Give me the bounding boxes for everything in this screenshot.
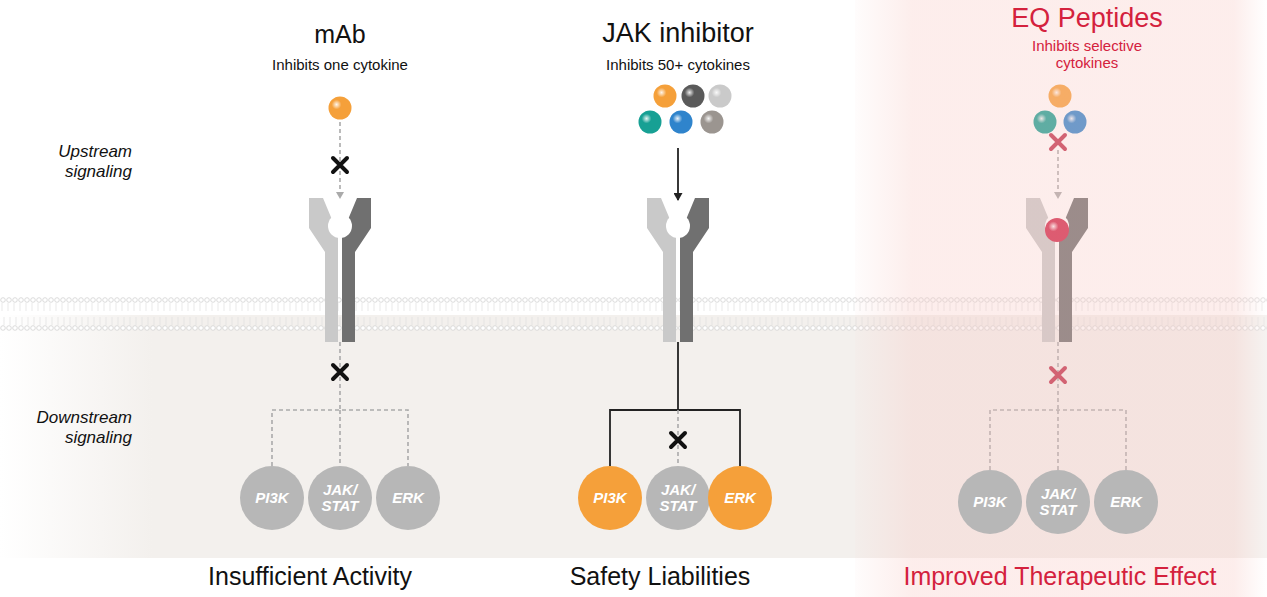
pathway-node: PI3K	[240, 466, 304, 530]
cytokine	[654, 85, 677, 108]
pathway-name: JAK/ STAT	[656, 482, 700, 514]
pathway-node: ERK	[1094, 470, 1158, 534]
block-mark	[333, 158, 347, 172]
highlight-band: EQ PeptidesInhibits selective cytokinesI…	[855, 0, 1267, 597]
pathway-node: JAK/ STAT	[308, 466, 372, 530]
outcome-label: Improved Therapeutic Effect	[903, 562, 1216, 591]
panel-heading: Inhibits 50+ cytokines	[606, 56, 750, 73]
panel-heading: Inhibits one cytokine	[272, 56, 408, 73]
pathway-node: PI3K	[958, 470, 1022, 534]
panel-heading: JAK inhibitor	[602, 18, 754, 49]
pathway-name: ERK	[1104, 494, 1148, 510]
pathway-node: ERK	[708, 466, 772, 530]
signal-line	[339, 122, 341, 198]
cytokine	[701, 111, 724, 134]
pathway-node: PI3K	[578, 466, 642, 530]
cytokine	[670, 111, 693, 134]
pathway-name: PI3K	[250, 490, 294, 506]
outcome-label: Insufficient Activity	[208, 562, 412, 591]
signal-line	[677, 148, 679, 200]
block-mark	[333, 365, 347, 379]
panel-heading: mAb	[314, 20, 365, 49]
pathway-node: JAK/ STAT	[646, 466, 710, 530]
pathway-name: ERK	[386, 490, 430, 506]
receptor	[309, 198, 371, 342]
block-mark	[671, 433, 685, 447]
pathway-name: JAK/ STAT	[318, 482, 362, 514]
panel-heading: EQ Peptides	[1011, 3, 1163, 34]
cytokine	[709, 85, 732, 108]
signal-line	[272, 410, 408, 466]
signal-line	[610, 410, 740, 466]
pathway-node: JAK/ STAT	[1026, 470, 1090, 534]
receptor	[647, 198, 709, 342]
signal-line	[677, 342, 679, 410]
cytokine	[639, 111, 662, 134]
signal-line	[339, 410, 341, 466]
pathway-name: ERK	[718, 490, 762, 506]
axis-note: Upstream signaling	[32, 142, 132, 181]
axis-note: Downstream signaling	[22, 408, 132, 447]
cytokine	[682, 85, 705, 108]
pathway-name: JAK/ STAT	[1036, 486, 1080, 518]
panel-subheading: Inhibits selective cytokines	[1012, 37, 1162, 72]
signal-line	[339, 342, 341, 410]
cytokine	[329, 97, 352, 120]
pathway-node: ERK	[376, 466, 440, 530]
pathway-name: PI3K	[588, 490, 632, 506]
outcome-label: Safety Liabilities	[570, 562, 751, 591]
pathway-name: PI3K	[968, 494, 1012, 510]
